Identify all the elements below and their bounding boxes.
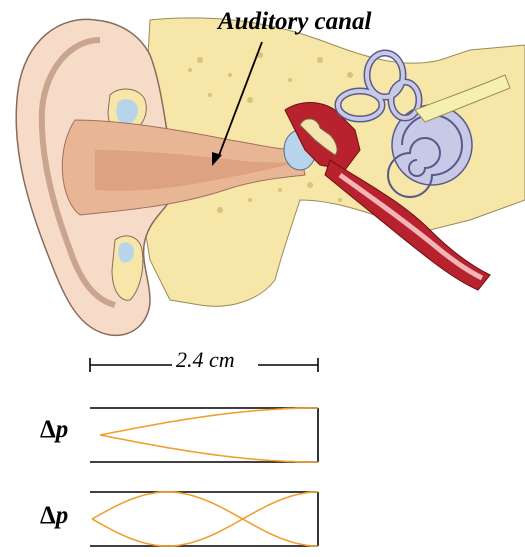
delta-symbol: Δ xyxy=(40,502,56,529)
wave-fundamental-upper xyxy=(100,408,318,435)
delta-variable: p xyxy=(56,502,69,529)
delta-variable: p xyxy=(56,416,69,443)
auditory-canal-label: Auditory canal xyxy=(218,8,372,36)
wave-fundamental xyxy=(100,408,318,462)
wave-fundamental-lower xyxy=(100,435,318,462)
wave-third-harmonic xyxy=(92,492,318,546)
delta-p-label-1: Δp xyxy=(40,416,68,444)
delta-p-label-2: Δp xyxy=(40,502,68,530)
delta-symbol: Δ xyxy=(40,416,56,443)
length-label: 2.4 cm xyxy=(176,347,235,373)
